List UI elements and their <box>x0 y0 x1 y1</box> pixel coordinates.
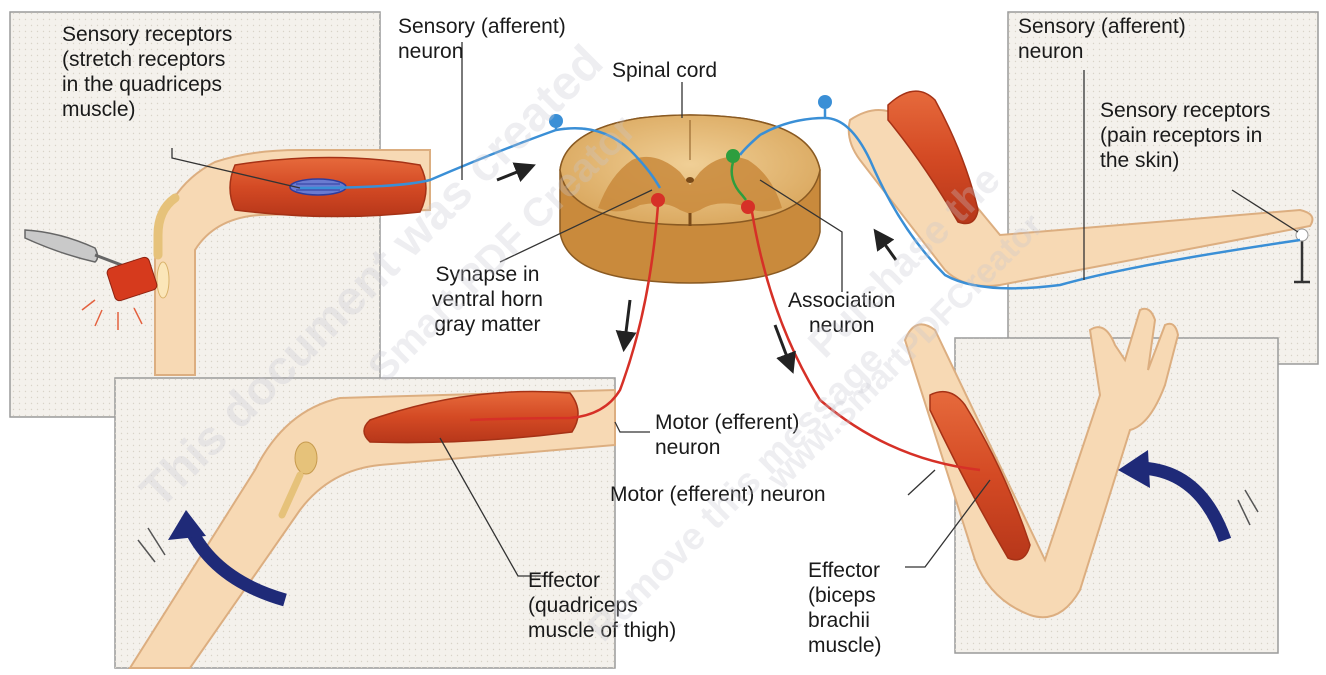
label-synapse: Synapse in ventral horn gray matter <box>432 262 543 337</box>
label-association-neuron: Association neuron <box>788 288 895 338</box>
label-spinal-cord: Spinal cord <box>612 58 717 83</box>
label-effector-biceps: Effector (biceps brachii muscle) <box>808 558 882 658</box>
label-sensory-neuron-left: Sensory (afferent) neuron <box>398 14 566 64</box>
label-motor-neuron-left: Motor (efferent) neuron <box>655 410 799 460</box>
label-motor-neuron-right: Motor (efferent) neuron <box>610 482 826 507</box>
panel-top-right <box>1008 12 1318 364</box>
spinal-cord-cross-section <box>560 115 820 283</box>
label-sensory-receptors-stretch: Sensory receptors (stretch receptors in … <box>62 22 232 122</box>
label-sensory-receptors-pain: Sensory receptors (pain receptors in the… <box>1100 98 1270 173</box>
label-effector-quadriceps: Effector (quadriceps muscle of thigh) <box>528 568 676 643</box>
label-sensory-neuron-right: Sensory (afferent) neuron <box>1018 14 1186 64</box>
